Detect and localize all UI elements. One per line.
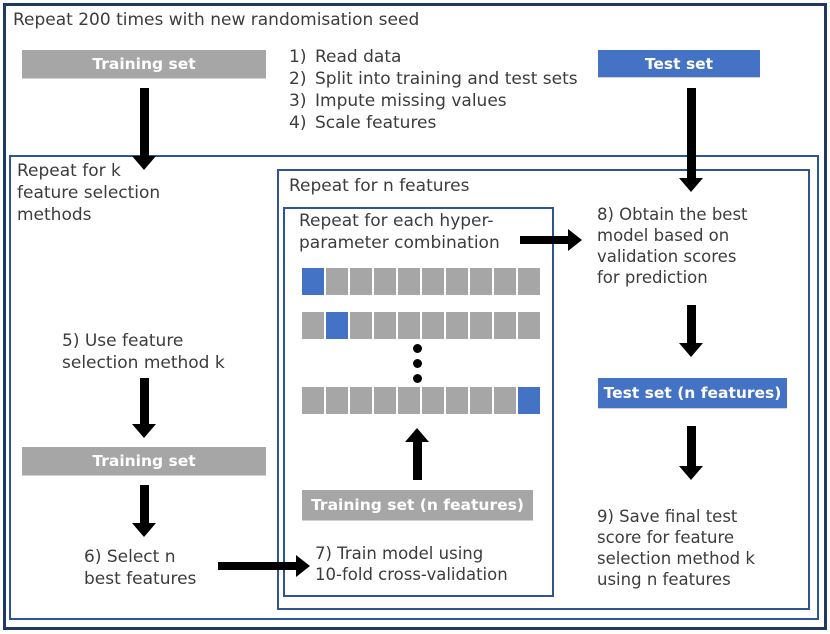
fold-cell-training [374,268,396,295]
repeat-k-methods-label: Repeat for k feature selection methods [17,161,161,225]
test-set-n-features-bar: Test set (n features) [598,378,787,408]
repeat-k-methods-box [9,155,819,620]
down-arrow-icon-step5-to-training [132,378,156,438]
down-arrow-icon-step8-to-testset [679,305,703,357]
step8-text: 8) Obtain the best model based on valida… [597,205,748,287]
fold-cell-training [350,387,372,414]
fold-cell-training [326,268,348,295]
right-arrow-icon-step6-to-step7 [218,555,310,577]
repeat-n-features-box [277,169,810,610]
fold-cell-training [422,312,444,339]
step-text: Split into training and test sets [315,69,578,89]
step-number: 4) [289,113,307,133]
step-text: Scale features [315,113,437,133]
fold-cell-training [302,387,324,414]
fold-cell-training [422,387,444,414]
step-number: 2) [289,69,307,89]
repeat-hyperparameter-label: Repeat for each hyper- parameter combina… [299,211,500,253]
fold-cell-validation [302,268,324,295]
step6-text: 6) Select n best features [84,547,197,589]
fold-cell-training [446,387,468,414]
step-text: Impute missing values [315,91,507,111]
list-item: 3) Impute missing values [289,90,578,112]
fold-cell-validation [518,387,540,414]
fold-cell-training [350,268,372,295]
training-set-n-features-bar: Training set (n features) [302,490,533,520]
training-set-bar-mid: Training set [22,447,266,475]
repeat-200-box [3,3,827,630]
fold-cell-training [398,268,420,295]
repeat-n-features-label: Repeat for n features [289,176,470,196]
training-set-bar-top: Training set [22,50,266,78]
fold-cell-training [302,312,324,339]
fold-cell-training [350,312,372,339]
step-number: 3) [289,91,307,111]
down-arrow-icon-testset-to-step8 [679,88,703,192]
fold-cell-training [518,312,540,339]
step5-text: 5) Use feature selection method k [62,331,225,373]
test-set-bar-top: Test set [598,50,760,77]
fold-cell-training [470,387,492,414]
step9-text: 9) Save final test score for feature sel… [597,507,755,589]
vertical-ellipsis-icon [413,344,422,383]
fold-cell-training [470,268,492,295]
right-arrow-icon-hyperbox-to-step8 [520,229,582,251]
step-text: Read data [315,47,402,67]
diagram-title: Repeat 200 times with new randomisation … [13,10,420,30]
up-arrow-icon-training-to-folds [405,428,429,480]
list-item: 2) Split into training and test sets [289,68,578,90]
repeat-hyperparameter-box [283,207,554,597]
fold-cell-training [470,312,492,339]
down-arrow-icon-testset-to-step9 [679,426,703,480]
fold-grid-row [302,387,540,414]
fold-cell-training [446,312,468,339]
fold-cell-training [518,268,540,295]
fold-cell-training [326,387,348,414]
fold-grid-row [302,268,540,295]
fold-cell-training [374,312,396,339]
fold-cell-validation [326,312,348,339]
fold-cell-training [398,387,420,414]
fold-cell-training [422,268,444,295]
fold-cell-training [494,312,516,339]
preprocessing-steps-list: 1) Read data 2) Split into training and … [289,46,578,134]
fold-cell-training [494,387,516,414]
fold-cell-training [398,312,420,339]
down-arrow-icon-training-to-kbox [132,88,156,170]
fold-cell-training [494,268,516,295]
list-item: 4) Scale features [289,112,578,134]
fold-cell-training [446,268,468,295]
fold-cell-training [374,387,396,414]
down-arrow-icon-training-to-step6 [132,485,156,537]
list-item: 1) Read data [289,46,578,68]
step-number: 1) [289,47,307,67]
fold-grid-row [302,312,540,339]
step7-text: 7) Train model using 10-fold cross-valid… [315,544,508,584]
